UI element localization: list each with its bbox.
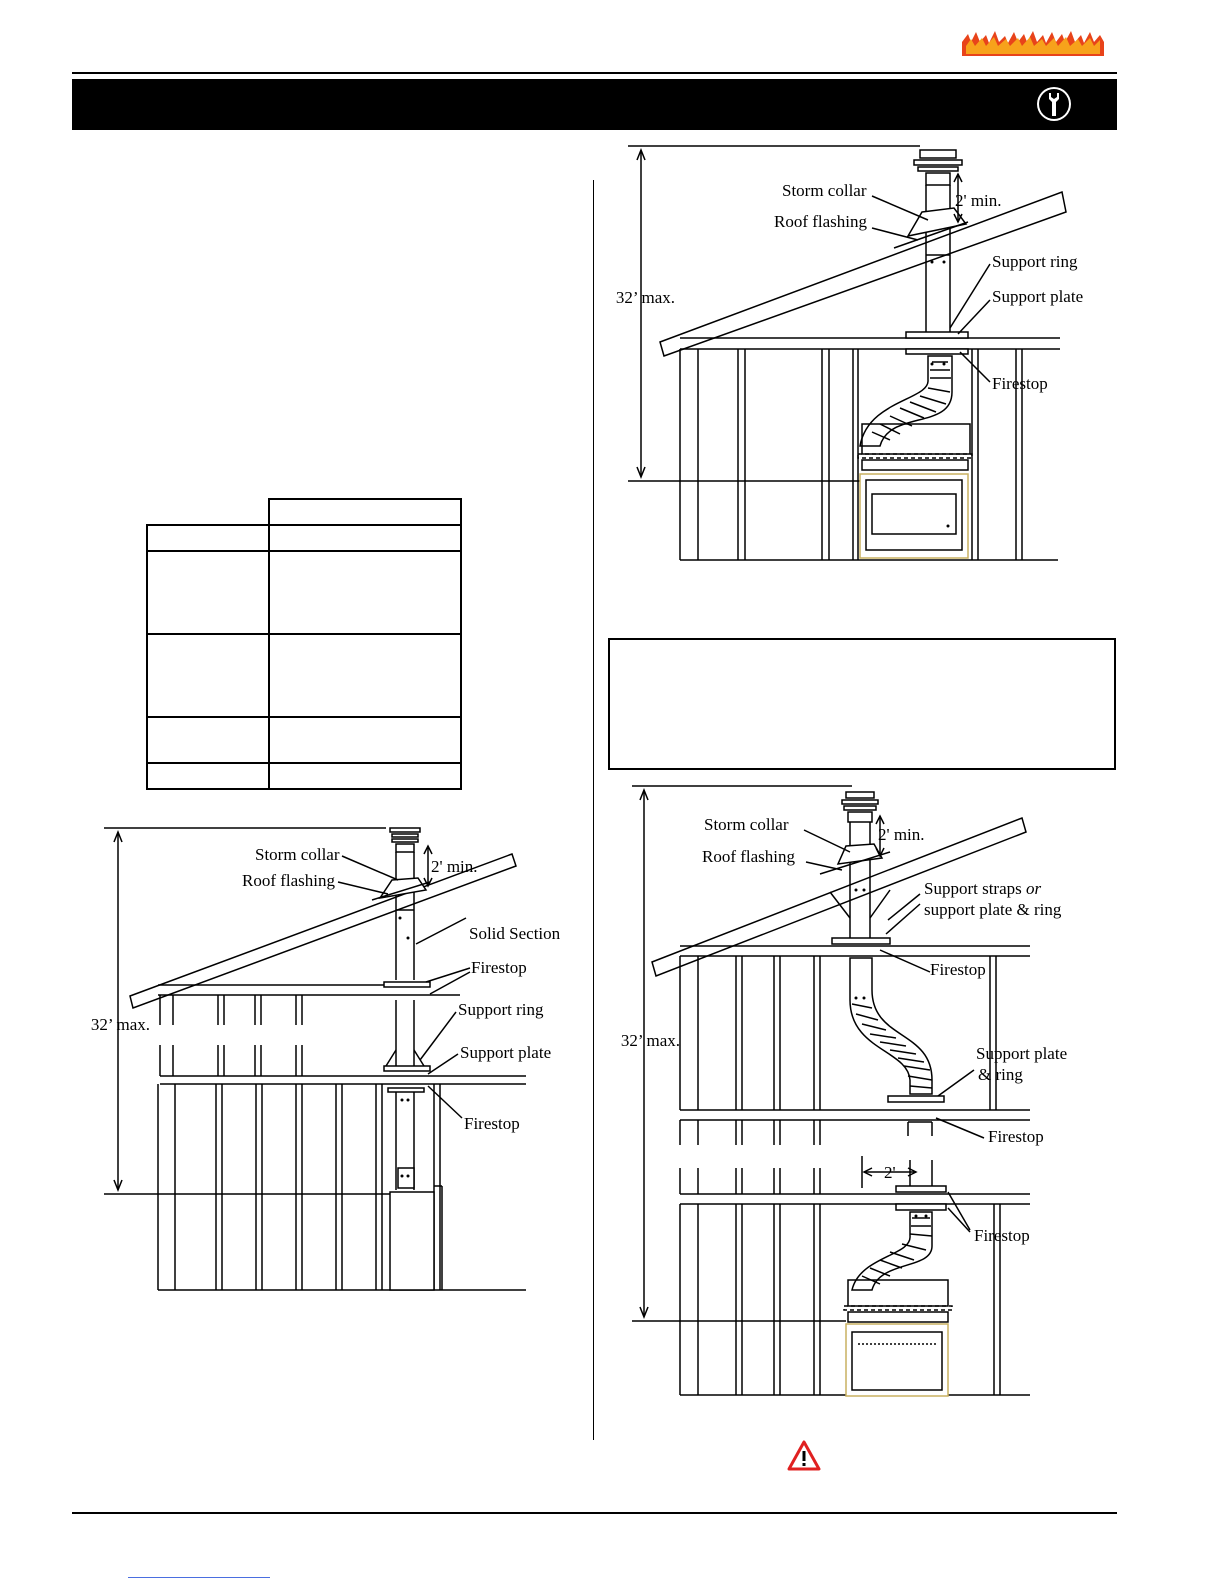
storm-collar-label: Storm collar — [704, 815, 789, 834]
table-cell — [268, 716, 462, 764]
table-cell — [268, 633, 462, 718]
table-cell — [146, 716, 270, 764]
roof-flashing-label: Roof flashing — [774, 212, 868, 231]
footer-rule — [72, 1512, 1117, 1514]
offset-label: 2' — [884, 1163, 896, 1182]
storm-collar-label: Storm collar — [782, 181, 867, 200]
support-ring-label: Support ring — [992, 252, 1078, 271]
footer-link[interactable] — [128, 1577, 270, 1578]
support-plate-ring-label: & ring — [978, 1065, 1023, 1084]
clearance-label: 2' min. — [431, 857, 478, 876]
clearance-label: 2' min. — [878, 825, 925, 844]
firestop-label: Firestop — [992, 374, 1048, 393]
table-cell — [146, 762, 270, 790]
firestop-label: Firestop — [471, 958, 527, 977]
vent-diagram-bottom-right: 32’ max. Storm collar 2' min. Roof flash… — [621, 785, 1067, 1397]
notice-box — [608, 638, 1116, 770]
table-cell — [146, 550, 270, 635]
section-title-bar — [72, 79, 1117, 130]
wrench-icon — [1037, 87, 1071, 121]
solid-section-label: Solid Section — [469, 924, 561, 943]
warning-triangle-icon — [787, 1440, 821, 1471]
support-plate-label: Support plate — [976, 1044, 1067, 1063]
clearance-label: 2' min. — [955, 191, 1002, 210]
table-header-cell — [268, 498, 462, 526]
table-cell — [146, 633, 270, 718]
firestop-label: Firestop — [930, 960, 986, 979]
roof-flashing-label: Roof flashing — [242, 871, 336, 890]
height-label: 32’ max. — [616, 288, 675, 307]
column-divider — [593, 180, 594, 1440]
table-cell — [268, 550, 462, 635]
height-label: 32’ max. — [621, 1031, 680, 1050]
support-plate-ring-label: support plate & ring — [924, 900, 1062, 919]
spec-table — [146, 498, 462, 790]
firestop-label: Firestop — [974, 1226, 1030, 1245]
table-cell — [147, 499, 270, 526]
support-ring-label: Support ring — [458, 1000, 544, 1019]
table-cell — [268, 524, 462, 552]
height-label: 32’ max. — [91, 1015, 150, 1034]
table-cell — [146, 524, 270, 552]
storm-collar-label: Storm collar — [255, 845, 340, 864]
vent-diagram-left: 32’ max. Storm collar 2' min. Roof flash… — [91, 827, 561, 1291]
firestop-label: Firestop — [988, 1127, 1044, 1146]
support-plate-label: Support plate — [460, 1043, 551, 1062]
roof-flashing-label: Roof flashing — [702, 847, 796, 866]
flame-logo — [962, 31, 1104, 56]
header-rule — [72, 72, 1117, 74]
table-cell — [268, 762, 462, 790]
support-plate-label: Support plate — [992, 287, 1083, 306]
support-straps-label: Support straps or — [924, 879, 1042, 898]
firestop-label: Firestop — [464, 1114, 520, 1133]
vent-diagram-top-right: 32’ max. Storm collar 2' min. Roof flash… — [616, 145, 1083, 561]
